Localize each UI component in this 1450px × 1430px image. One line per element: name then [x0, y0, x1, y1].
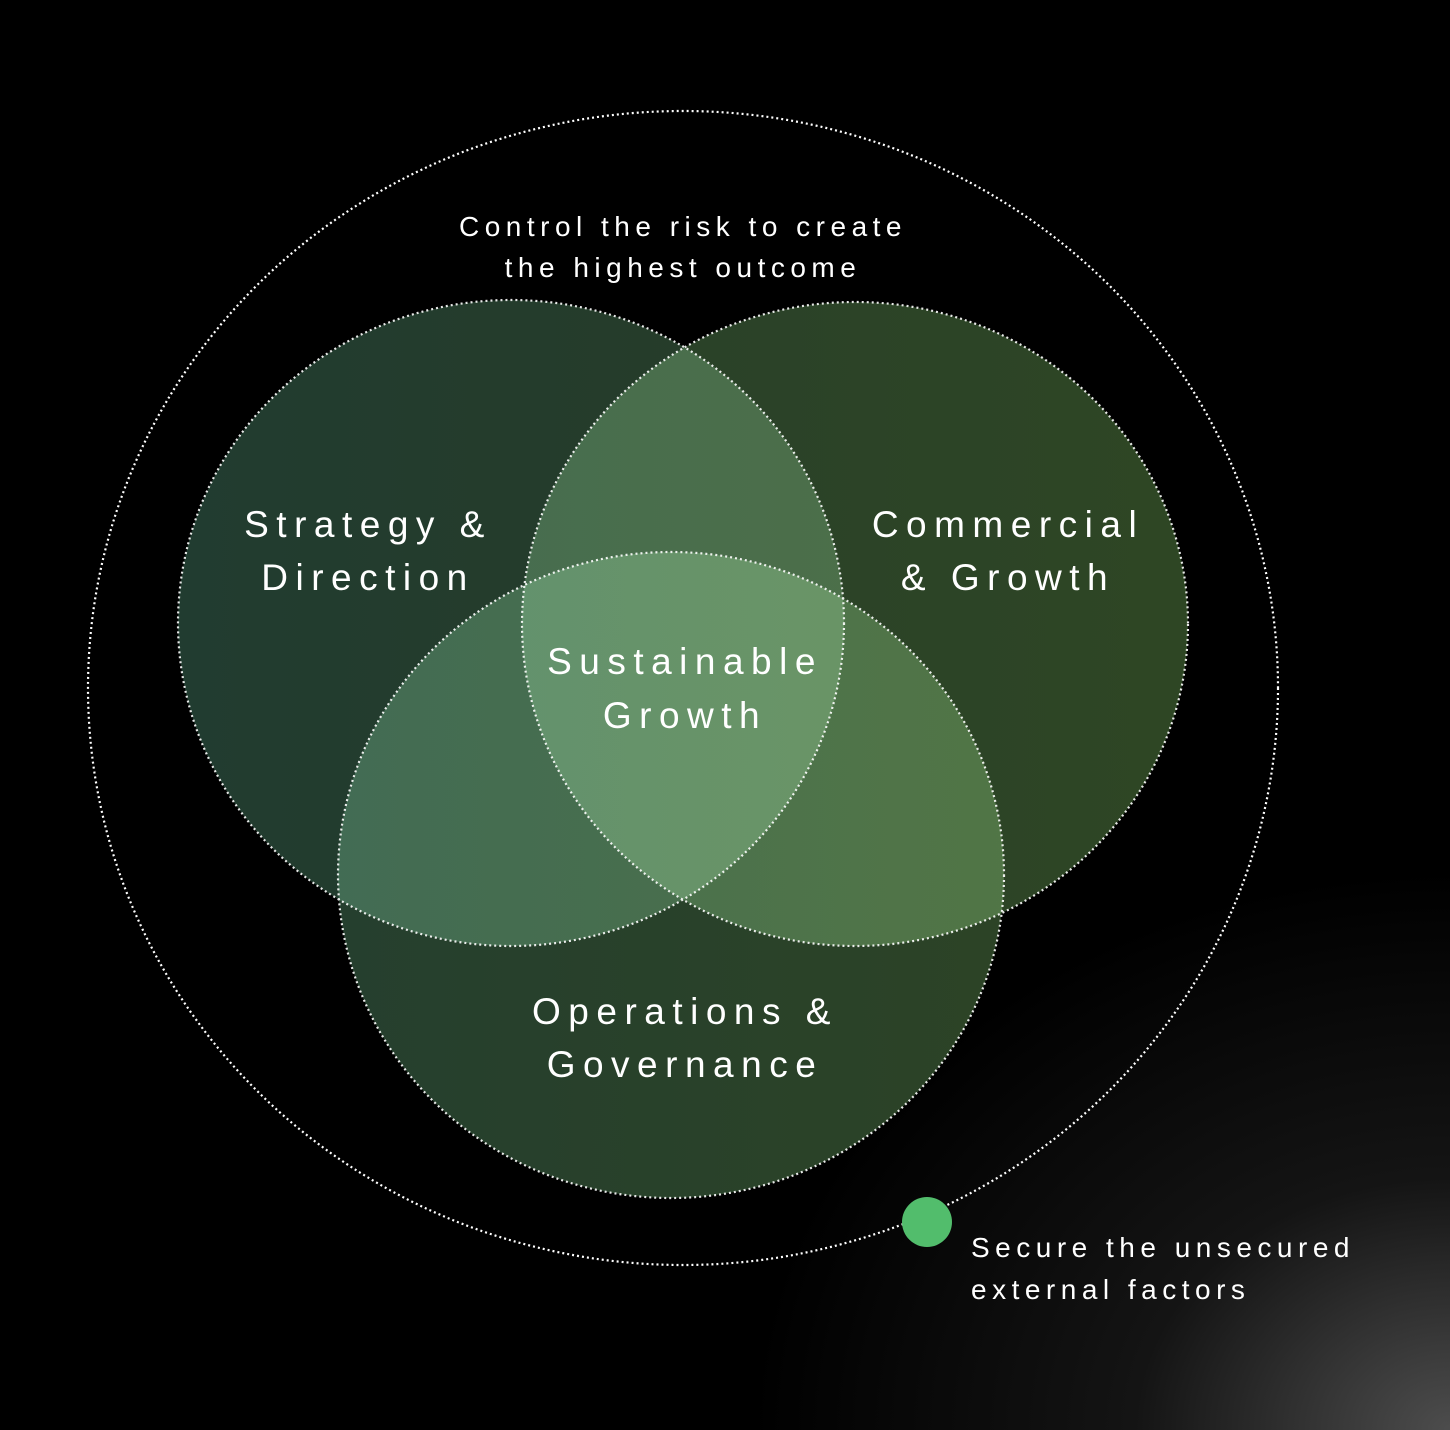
external-factors-dot — [902, 1197, 952, 1247]
svg-text:Operations &: Operations & — [532, 991, 838, 1032]
outer-boundary-circle — [86, 109, 1280, 1267]
title-line-1: Control the risk to create — [459, 211, 907, 242]
svg-text:Control the risk to create: Control the risk to create — [459, 211, 907, 242]
svg-text:Sustainable: Sustainable — [547, 641, 823, 682]
legend-line-1: Secure the unsecured — [971, 1232, 1355, 1263]
svg-text:external factors: external factors — [971, 1274, 1250, 1305]
operations-label-line-2: Governance — [547, 1044, 824, 1085]
commercial-circle-outline — [520, 300, 1190, 948]
center-label-line-2: Growth — [603, 695, 767, 736]
center-label-line-1: Sustainable — [547, 641, 823, 682]
svg-text:Growth: Growth — [603, 695, 767, 736]
svg-text:Direction: Direction — [261, 557, 475, 598]
strategy-label-line-2: Direction — [261, 557, 475, 598]
svg-text:& Growth: & Growth — [901, 557, 1115, 598]
svg-text:Commercial: Commercial — [872, 504, 1144, 545]
strategy-circle-outline — [176, 298, 846, 948]
strategy-label-line-1: Strategy & — [244, 504, 492, 545]
svg-text:the highest outcome: the highest outcome — [505, 252, 862, 283]
legend-line-2: external factors — [971, 1274, 1250, 1305]
commercial-label-line-2: & Growth — [901, 557, 1115, 598]
svg-text:Strategy &: Strategy & — [244, 504, 492, 545]
operations-label-line-1: Operations & — [532, 991, 838, 1032]
svg-text:Secure the unsecured: Secure the unsecured — [971, 1232, 1355, 1263]
operations-circle-outline — [336, 550, 1006, 1200]
svg-text:Governance: Governance — [547, 1044, 824, 1085]
operations-circle — [338, 552, 1004, 1198]
title-line-2: the highest outcome — [505, 252, 862, 283]
commercial-label-line-1: Commercial — [872, 504, 1144, 545]
